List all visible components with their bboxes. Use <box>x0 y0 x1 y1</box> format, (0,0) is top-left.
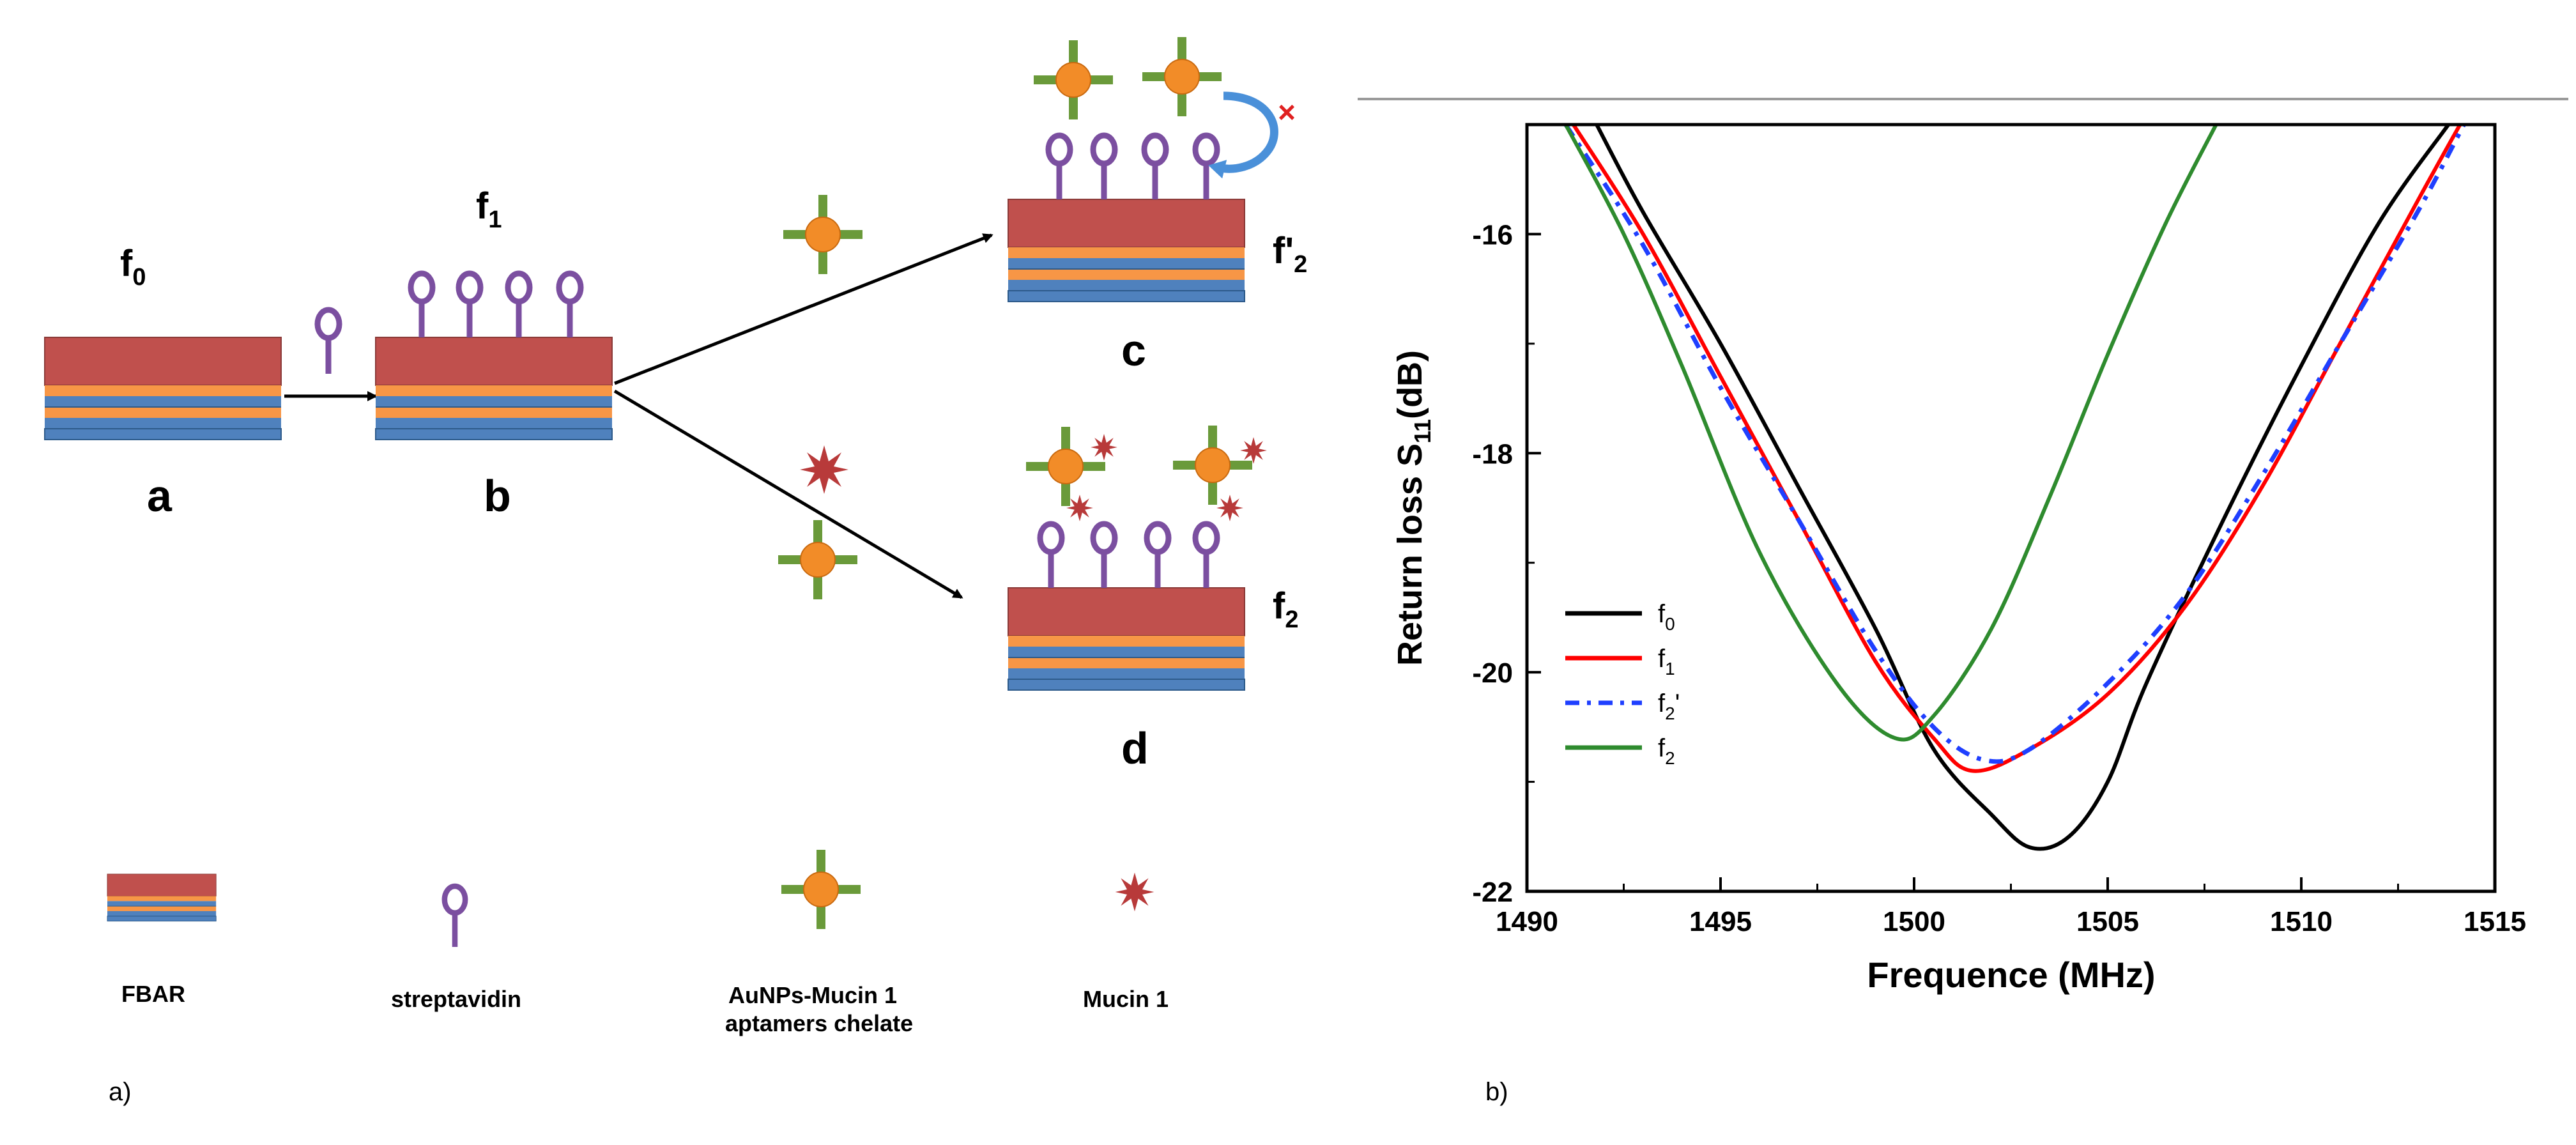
legend-streptavidin: streptavidin <box>391 886 521 1012</box>
streptavidin <box>1147 524 1169 588</box>
fbar-layers-icon <box>107 873 217 922</box>
x-tick-label: 1495 <box>1689 906 1752 937</box>
series-layer <box>1563 125 2466 851</box>
aunp-reagent-lower <box>778 519 858 600</box>
legend-fbar: FBAR <box>107 873 217 1007</box>
y-tick-label: -16 <box>1472 219 1513 250</box>
streptavidin <box>508 273 530 337</box>
streptavidin <box>1093 135 1115 199</box>
freq-label-f2-prime: f'2 <box>1273 230 1307 278</box>
fbar-stage-b <box>375 337 613 440</box>
legend-label-fbar: FBAR <box>121 981 185 1007</box>
legend-label-streptavidin: streptavidin <box>391 986 521 1012</box>
step-label-a: a <box>147 471 172 521</box>
streptavidin <box>1093 524 1115 588</box>
y-tick-label: -20 <box>1472 657 1513 689</box>
x-tick-label: 1500 <box>1883 906 1945 937</box>
streptavidin <box>1195 135 1217 199</box>
legend-label-aunp-line1: AuNPs-Mucin 1 <box>728 982 897 1008</box>
legend-entry-3: f2 <box>1658 734 1675 768</box>
freq-label-f0: f0 <box>120 243 146 291</box>
fbar-stage-d <box>1008 587 1245 691</box>
streptavidin <box>411 273 433 337</box>
panel-a: f0 f1 f'2 f2 a b × c <box>44 36 1307 1106</box>
bound-complex <box>1025 426 1117 521</box>
plot-area: 1490 1495 1500 1505 1510 1515 -16 -18 -20 -22 <box>1472 123 2526 937</box>
aunp-unbound <box>1142 36 1222 117</box>
x-tick-label: 1515 <box>2464 906 2526 937</box>
x-tick-label: 1510 <box>2270 906 2333 937</box>
streptavidin <box>1048 135 1070 199</box>
freq-label-f2: f2 <box>1273 585 1298 633</box>
freq-label-f1: f1 <box>476 185 502 233</box>
panel-b: 1490 1495 1500 1505 1510 1515 -16 -18 -20 -22 Fre… <box>1358 98 2568 1106</box>
panel-label-a: a) <box>109 1078 132 1106</box>
x-tick-label: 1505 <box>2076 906 2139 937</box>
streptavidin-icon <box>445 886 465 947</box>
x-axis-label: Frequence (MHz) <box>1867 955 2155 995</box>
streptavidin-reagent <box>318 310 339 374</box>
step-label-d: d <box>1121 723 1149 773</box>
step-label-b: b <box>484 471 511 521</box>
series-line-3 <box>1563 125 2218 742</box>
chart-legend: f0 f1 f2' f2 <box>1565 600 1680 768</box>
plot-frame <box>1525 123 2497 893</box>
streptavidin <box>1144 135 1166 199</box>
streptavidin <box>559 273 581 337</box>
legend-entry-1: f1 <box>1658 645 1675 679</box>
arrow-b-to-d <box>613 389 963 599</box>
fbar-stage-c <box>1008 199 1245 302</box>
y-axis-label: Return loss S11(dB) <box>1391 350 1436 666</box>
y-tick-label: -18 <box>1472 438 1513 470</box>
streptavidin <box>459 273 480 337</box>
arrow-b-to-c <box>614 233 993 385</box>
mucin-icon <box>1115 872 1154 912</box>
x-tick-label: 1490 <box>1496 906 1558 937</box>
panel-label-b: b) <box>1485 1078 1508 1106</box>
legend-label-aunp-line2: aptamers chelate <box>725 1010 913 1036</box>
rejection-arrow <box>1208 91 1278 179</box>
legend-entry-2: f2' <box>1658 689 1680 723</box>
legend-entry-0: f0 <box>1658 600 1675 634</box>
rejection-mark: × <box>1278 96 1296 130</box>
ticks-layer: 1490 1495 1500 1505 1510 1515 -16 -18 -20 -22 <box>1472 219 2526 937</box>
series-line-0 <box>1595 125 2450 851</box>
legend-aunp: AuNPs-Mucin 1 aptamers chelate <box>725 849 913 1036</box>
aunp-reagent-upper <box>783 194 863 275</box>
series-line-1 <box>1572 125 2462 773</box>
fbar-stage-a <box>44 337 282 440</box>
bound-complex <box>1172 425 1267 521</box>
step-label-c: c <box>1121 325 1146 375</box>
aunp-unbound <box>1033 40 1114 120</box>
streptavidin <box>1040 524 1062 588</box>
aunp-aptamer-icon <box>781 849 861 930</box>
legend-mucin: Mucin 1 <box>1083 872 1169 1012</box>
streptavidin <box>1195 524 1217 588</box>
legend-label-mucin: Mucin 1 <box>1083 986 1169 1012</box>
series-line-2 <box>1563 125 2466 764</box>
y-tick-label: -22 <box>1472 877 1513 908</box>
mucin-reagent <box>800 445 848 494</box>
